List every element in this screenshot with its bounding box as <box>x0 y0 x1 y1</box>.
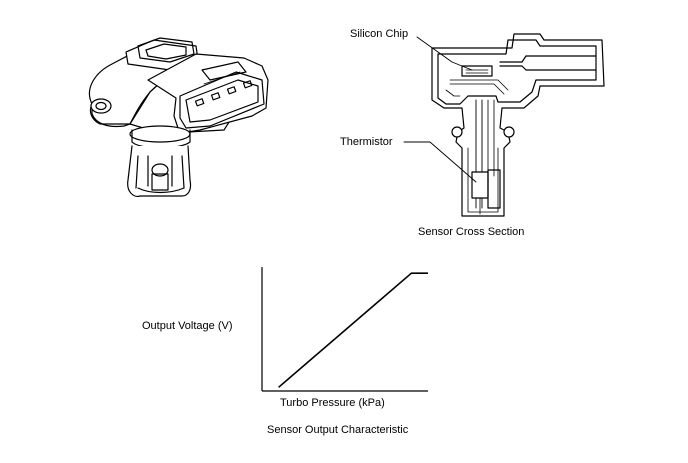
sensor-cross-section-illustration <box>431 33 605 217</box>
chart-caption: Sensor Output Characteristic <box>267 424 409 436</box>
x-axis-label: Turbo Pressure (kPa) <box>280 397 385 409</box>
thermistor-leader-line <box>403 141 477 183</box>
output-characteristic-chart <box>261 267 428 392</box>
sensor-exterior-illustration <box>88 37 269 197</box>
thermistor-label: Thermistor <box>340 136 393 148</box>
output-characteristic-line <box>278 272 428 388</box>
y-axis-label: Output Voltage (V) <box>142 320 233 332</box>
silicon-chip-label: Silicon Chip <box>350 28 409 40</box>
silicon-chip-leader-line <box>416 36 473 71</box>
cross-section-caption: Sensor Cross Section <box>418 226 525 238</box>
